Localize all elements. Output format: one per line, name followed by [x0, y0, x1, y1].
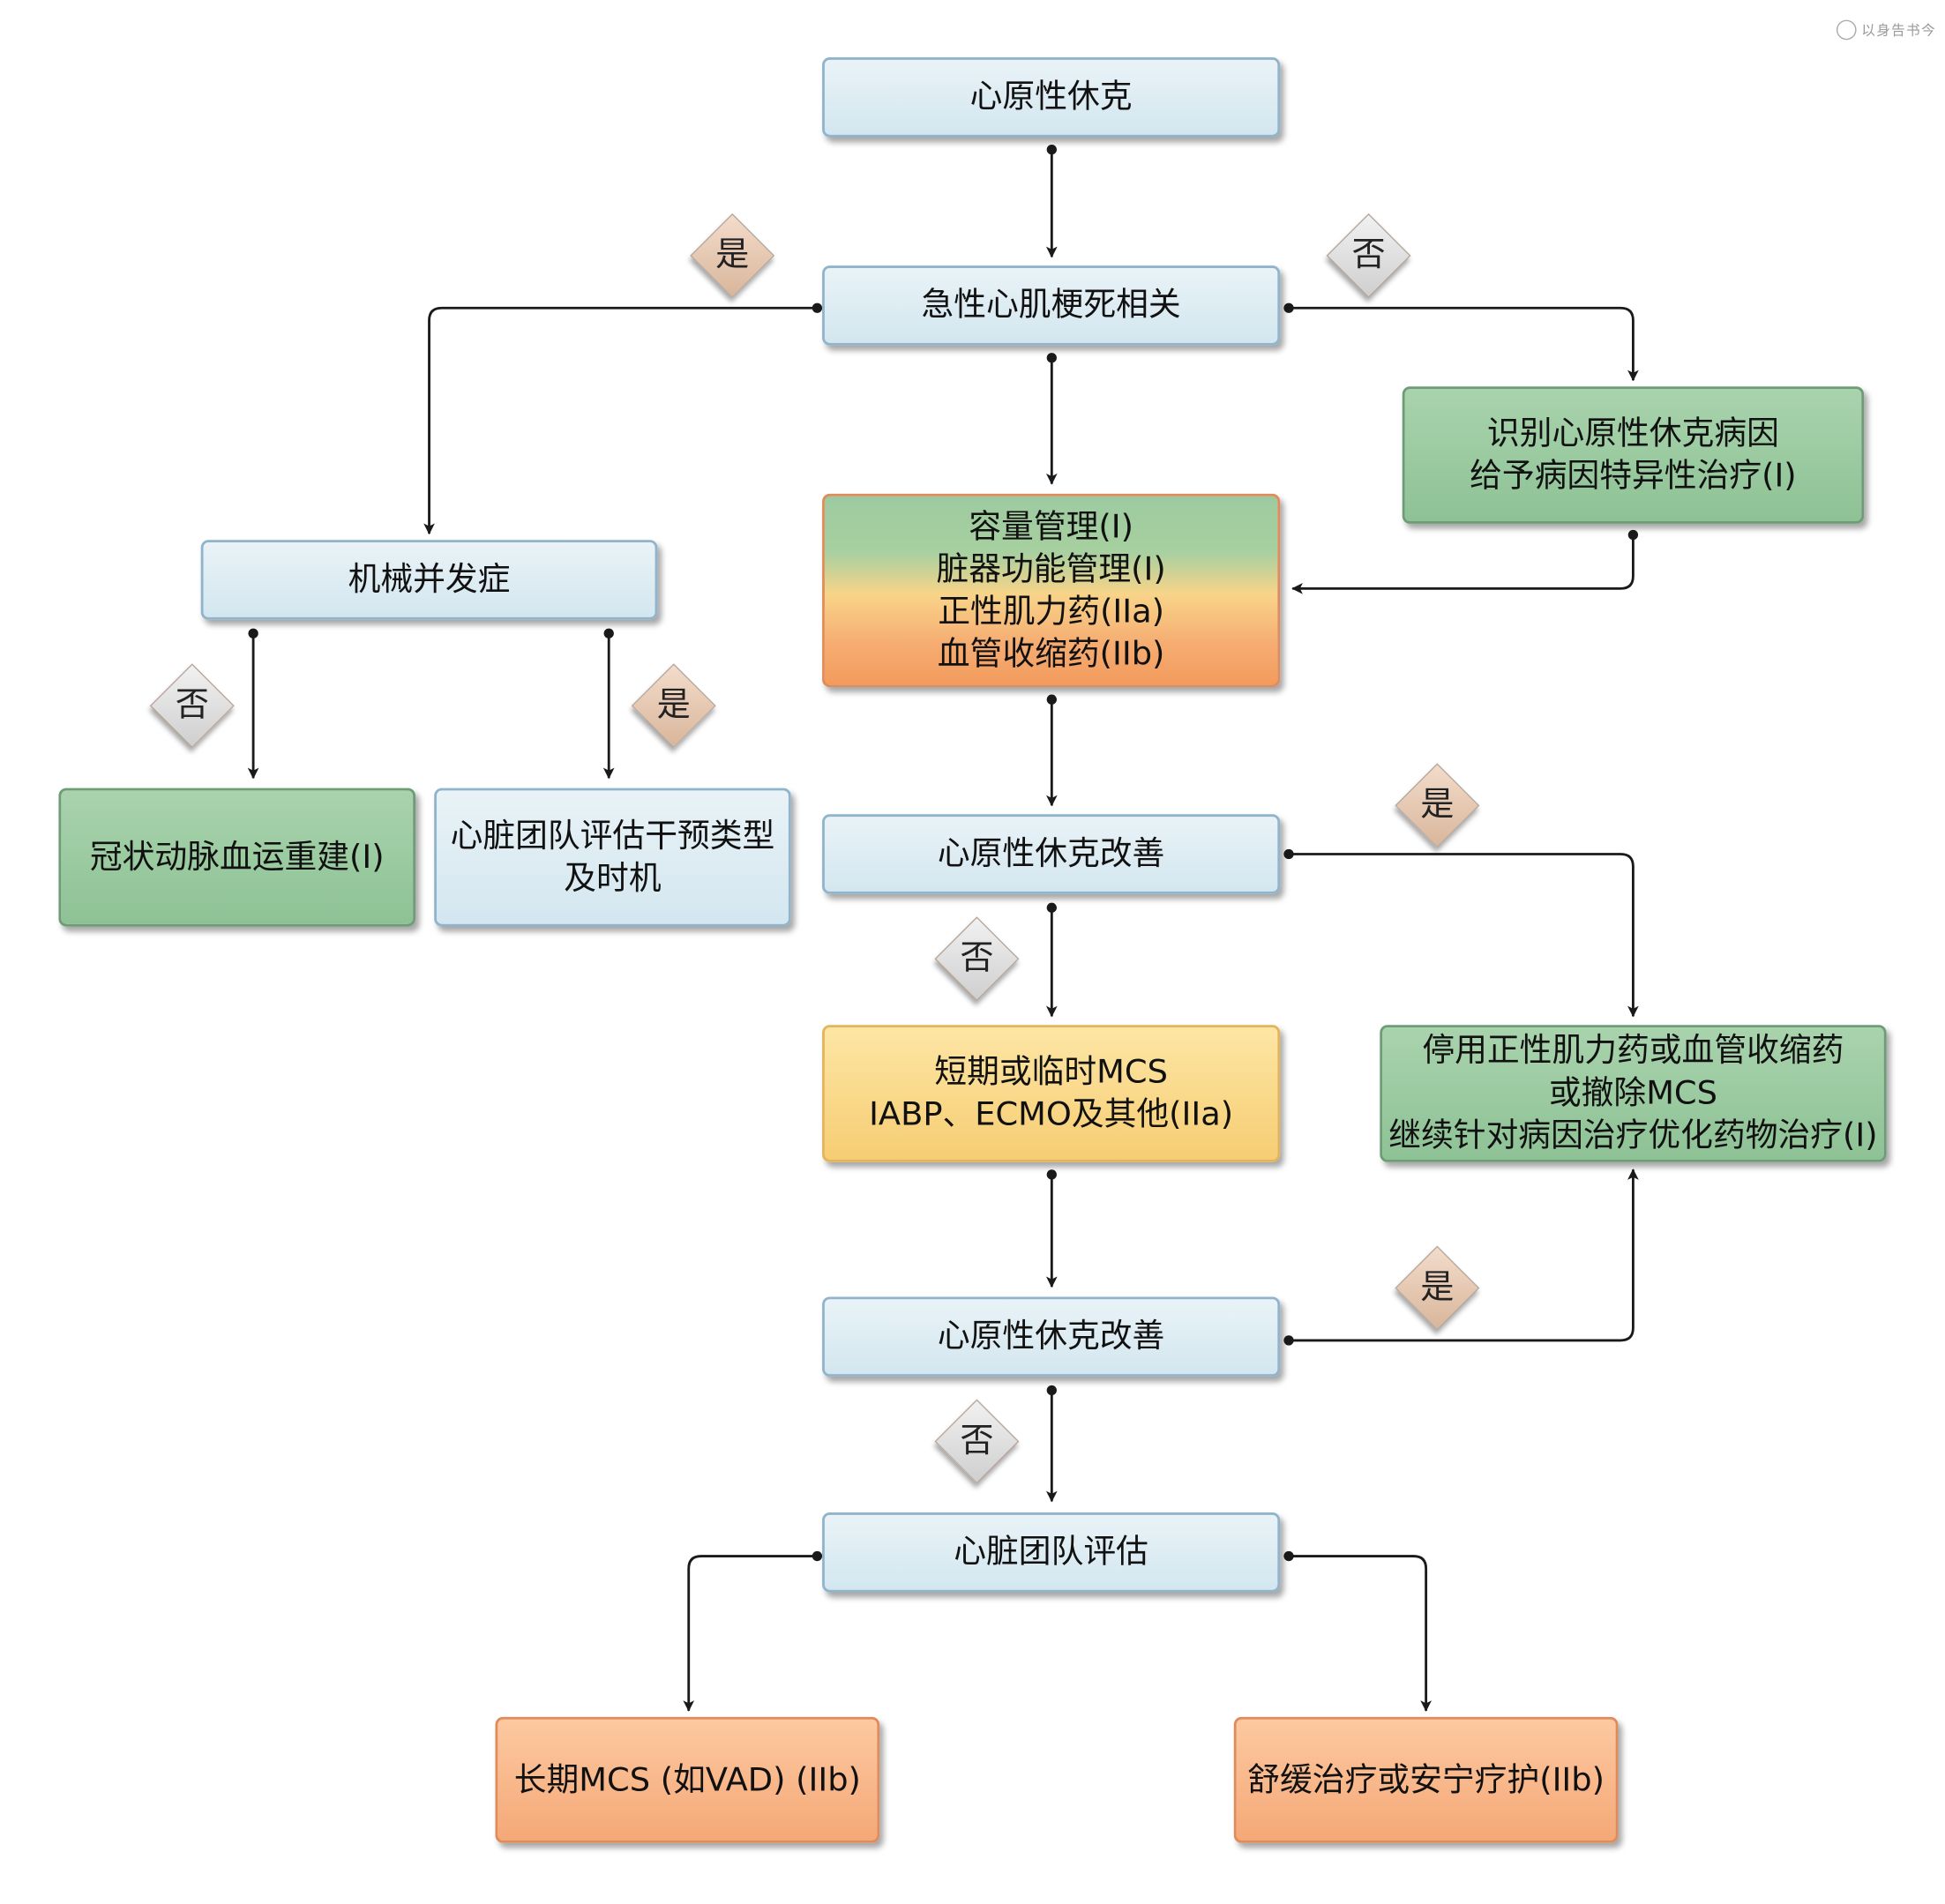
node-stop-inotropes: 停用正性肌力药或血管收缩药 或撤除MCS 继续针对病因治疗优化药物治疗(I): [1380, 1025, 1887, 1162]
node-text: 心脏团队评估干预类型: [450, 817, 775, 855]
node-coronary-revasc: 冠状动脉血运重建(I): [58, 788, 415, 927]
node-text: 停用正性肌力药或血管收缩药: [1422, 1032, 1844, 1071]
node-text: 血管收缩药(IIb): [937, 635, 1165, 673]
arrow-ami-to-mechanical-yes: [423, 306, 818, 535]
node-text: 舒缓治疗或安宁疗护(IIb): [1247, 1761, 1605, 1799]
decision-yes-label: 是: [656, 685, 691, 725]
node-text: 心原性休克改善: [937, 1318, 1165, 1355]
node-core-management: 容量管理(I) 脏器功能管理(I) 正性肌力药(IIa) 血管收缩药(IIb): [822, 493, 1281, 688]
node-text: 急性心肌梗死相关: [921, 287, 1181, 325]
node-text: 容量管理(I): [969, 508, 1133, 546]
node-text: 识别心原性休克病因: [1486, 414, 1779, 453]
arrow-improved2-to-stop-yes: [1289, 1169, 1639, 1342]
node-short-term-mcs: 短期或临时MCS IABP、ECMO及其他(IIa): [822, 1025, 1281, 1162]
arrow-heartteam-to-longmcs: [683, 1555, 818, 1712]
node-heart-team-eval: 心脏团队评估: [822, 1512, 1281, 1593]
node-text: 脏器功能管理(I): [936, 550, 1166, 588]
node-heart-team-intervention: 心脏团队评估干预类型 及时机: [434, 788, 791, 927]
node-text: 或撤除MCS: [1548, 1074, 1717, 1113]
arrow-heartteam-to-palliative: [1289, 1555, 1432, 1712]
arrow-improved1-to-stop-yes: [1289, 853, 1639, 1018]
node-text: 心脏团队评估: [954, 1534, 1148, 1572]
node-text: 及时机: [564, 859, 662, 898]
node-shock-improved-1: 心原性休克改善: [822, 814, 1281, 894]
node-identify-cause: 识别心原性休克病因 给予病因特异性治疗(I): [1402, 386, 1865, 524]
node-text: 心原性休克: [969, 78, 1133, 116]
node-text: 机械并发症: [348, 561, 511, 599]
node-text: 长期MCS (如VAD) (IIb): [513, 1761, 861, 1799]
decision-no-label: 否: [960, 938, 994, 978]
node-text: 冠状动脉血运重建(I): [89, 838, 385, 877]
arrow-ami-to-identify-no: [1289, 306, 1639, 382]
node-cardiogenic-shock: 心原性休克: [822, 57, 1281, 138]
node-shock-improved-2: 心原性休克改善: [822, 1296, 1281, 1377]
decision-no-label: 否: [1351, 235, 1386, 275]
watermark: 以身告书今: [1836, 19, 1937, 41]
node-ami-related: 急性心肌梗死相关: [822, 265, 1281, 346]
node-long-term-mcs: 长期MCS (如VAD) (IIb): [495, 1716, 880, 1843]
node-text: 继续针对病因治疗优化药物治疗(I): [1388, 1116, 1878, 1155]
arrow-identify-to-management: [1291, 534, 1635, 594]
node-text: 给予病因特异性治疗(I): [1470, 457, 1797, 496]
node-text: IABP、ECMO及其他(IIa): [869, 1095, 1234, 1134]
watermark-seal-icon: [1836, 19, 1857, 41]
decision-yes-label: 是: [715, 235, 750, 275]
decision-yes-label: 是: [1420, 785, 1455, 825]
node-mechanical-complication: 机械并发症: [200, 540, 658, 620]
decision-no-label: 否: [960, 1421, 994, 1460]
decision-yes-label: 是: [1420, 1267, 1455, 1307]
watermark-text: 以身告书今: [1861, 22, 1937, 39]
node-text: 正性肌力药(IIa): [938, 593, 1165, 631]
node-palliative: 舒缓治疗或安宁疗护(IIb): [1233, 1716, 1619, 1843]
node-text: 心原性休克改善: [937, 835, 1165, 873]
decision-no-label: 否: [175, 685, 209, 725]
node-text: 短期或临时MCS: [934, 1053, 1168, 1092]
